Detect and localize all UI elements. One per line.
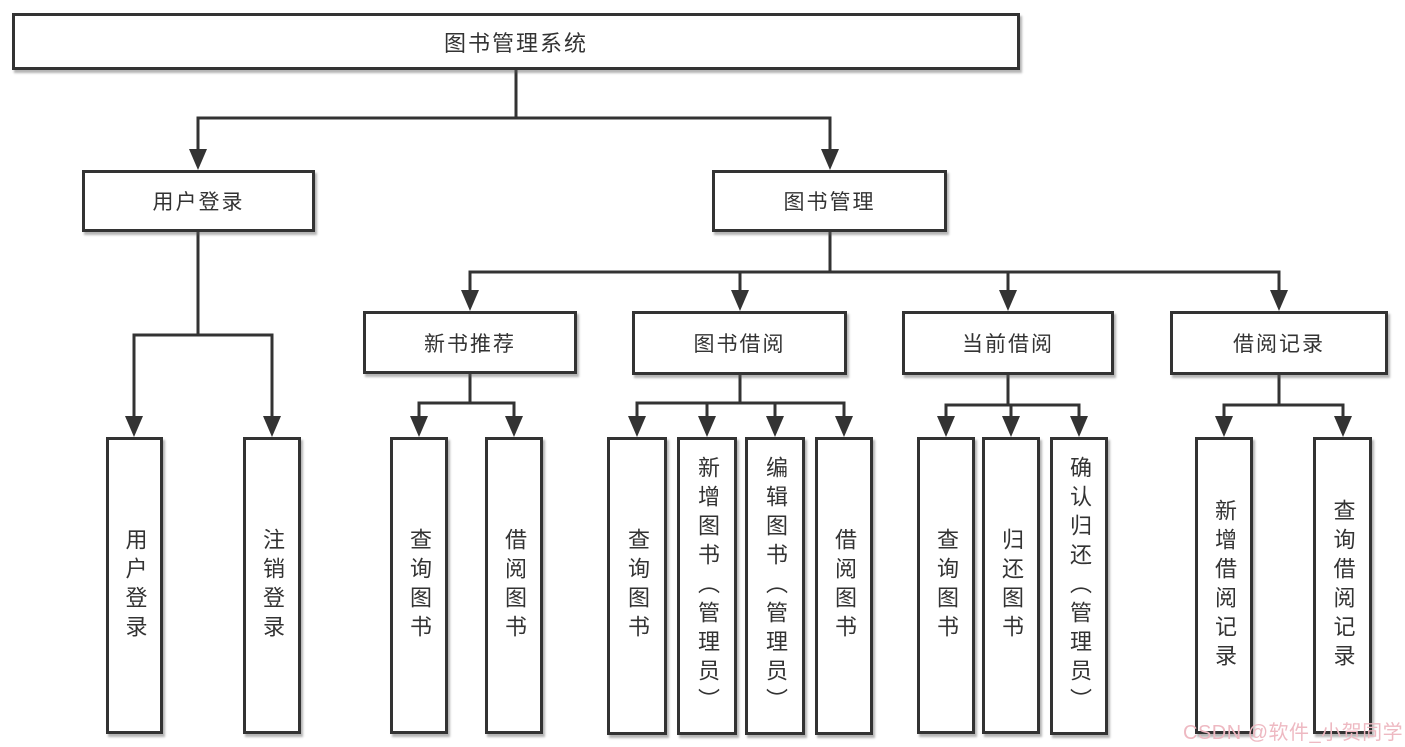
node-label: 借阅记录 — [1233, 333, 1325, 356]
node-leaf-query-books-1: 查询图书 — [390, 437, 448, 734]
node-leaf-user-login: 用户登录 — [106, 437, 163, 734]
node-label: 用户登录 — [152, 191, 245, 214]
node-label: 新增借阅记录 — [1212, 498, 1237, 673]
arrow-down-icon — [731, 290, 749, 311]
watermark: CSDN @软件_小贺同学 — [1183, 722, 1404, 744]
arrow-down-icon — [999, 290, 1017, 311]
connector-root-to-level2 — [189, 70, 839, 170]
connector-book-management-to-level3 — [461, 232, 1288, 311]
node-label: 编辑图书（管理员） — [763, 455, 788, 717]
node-leaf-return-books: 归还图书 — [982, 437, 1040, 734]
node-borrow-records: 借阅记录 — [1170, 311, 1388, 375]
node-label: 查询图书 — [934, 527, 959, 644]
node-label: 借阅图书 — [832, 528, 857, 644]
node-label: 图书管理 — [783, 191, 876, 214]
arrow-down-icon — [1002, 416, 1020, 437]
arrow-down-icon — [125, 416, 143, 437]
connector-borrow-records-to-children — [1215, 375, 1352, 437]
node-label: 图书管理系统 — [443, 30, 588, 56]
node-leaf-query-books-2: 查询图书 — [607, 437, 667, 735]
arrow-down-icon — [410, 416, 428, 437]
node-label: 用户登录 — [122, 527, 148, 644]
node-label: 查询图书 — [407, 527, 432, 644]
connector-current-borrow-to-children — [937, 375, 1088, 437]
arrow-down-icon — [1215, 416, 1233, 437]
arrow-down-icon — [505, 416, 523, 437]
arrow-down-icon — [698, 416, 716, 437]
node-leaf-add-borrow-record: 新增借阅记录 — [1195, 437, 1253, 734]
arrow-down-icon — [189, 149, 207, 170]
arrow-down-icon — [628, 416, 646, 437]
node-book-management: 图书管理 — [712, 170, 947, 232]
node-label: 查询借阅记录 — [1330, 498, 1356, 673]
connector-new-book-recommend-to-children — [410, 374, 523, 437]
node-leaf-edit-books-admin: 编辑图书（管理员） — [745, 437, 805, 735]
node-library-management-system: 图书管理系统 — [12, 13, 1020, 70]
arrow-down-icon — [835, 416, 853, 437]
node-leaf-borrow-books-2: 借阅图书 — [815, 437, 873, 735]
arrow-down-icon — [821, 149, 839, 170]
arrow-down-icon — [766, 416, 784, 437]
node-label: 注销登录 — [260, 527, 285, 644]
arrow-down-icon — [1270, 290, 1288, 311]
node-label: 新增图书（管理员） — [695, 455, 720, 717]
arrow-down-icon — [263, 416, 281, 437]
node-label: 确认归还（管理员） — [1067, 455, 1092, 717]
node-new-book-recommend: 新书推荐 — [363, 311, 577, 374]
node-leaf-confirm-return-admin: 确认归还（管理员） — [1050, 437, 1108, 735]
node-label: 图书借阅 — [693, 333, 786, 356]
node-leaf-logout: 注销登录 — [243, 437, 301, 734]
node-user-login: 用户登录 — [82, 170, 315, 232]
node-leaf-add-books-admin: 新增图书（管理员） — [677, 437, 737, 735]
node-leaf-query-books-3: 查询图书 — [917, 437, 975, 734]
node-label: 借阅图书 — [502, 527, 527, 644]
node-current-borrow: 当前借阅 — [902, 311, 1114, 375]
arrow-down-icon — [1070, 416, 1088, 437]
arrow-down-icon — [937, 416, 955, 437]
node-label: 查询图书 — [625, 528, 650, 644]
arrow-down-icon — [1334, 416, 1352, 437]
connector-book-borrow-to-children — [628, 375, 853, 437]
connector-user-login-to-children — [125, 232, 281, 437]
node-label: 当前借阅 — [962, 333, 1054, 356]
arrow-down-icon — [461, 290, 479, 311]
node-label: 归还图书 — [999, 527, 1024, 644]
node-book-borrow: 图书借阅 — [632, 311, 847, 375]
node-leaf-borrow-books-1: 借阅图书 — [485, 437, 543, 734]
node-leaf-query-borrow-record: 查询借阅记录 — [1313, 437, 1372, 734]
node-label: 新书推荐 — [424, 332, 516, 356]
